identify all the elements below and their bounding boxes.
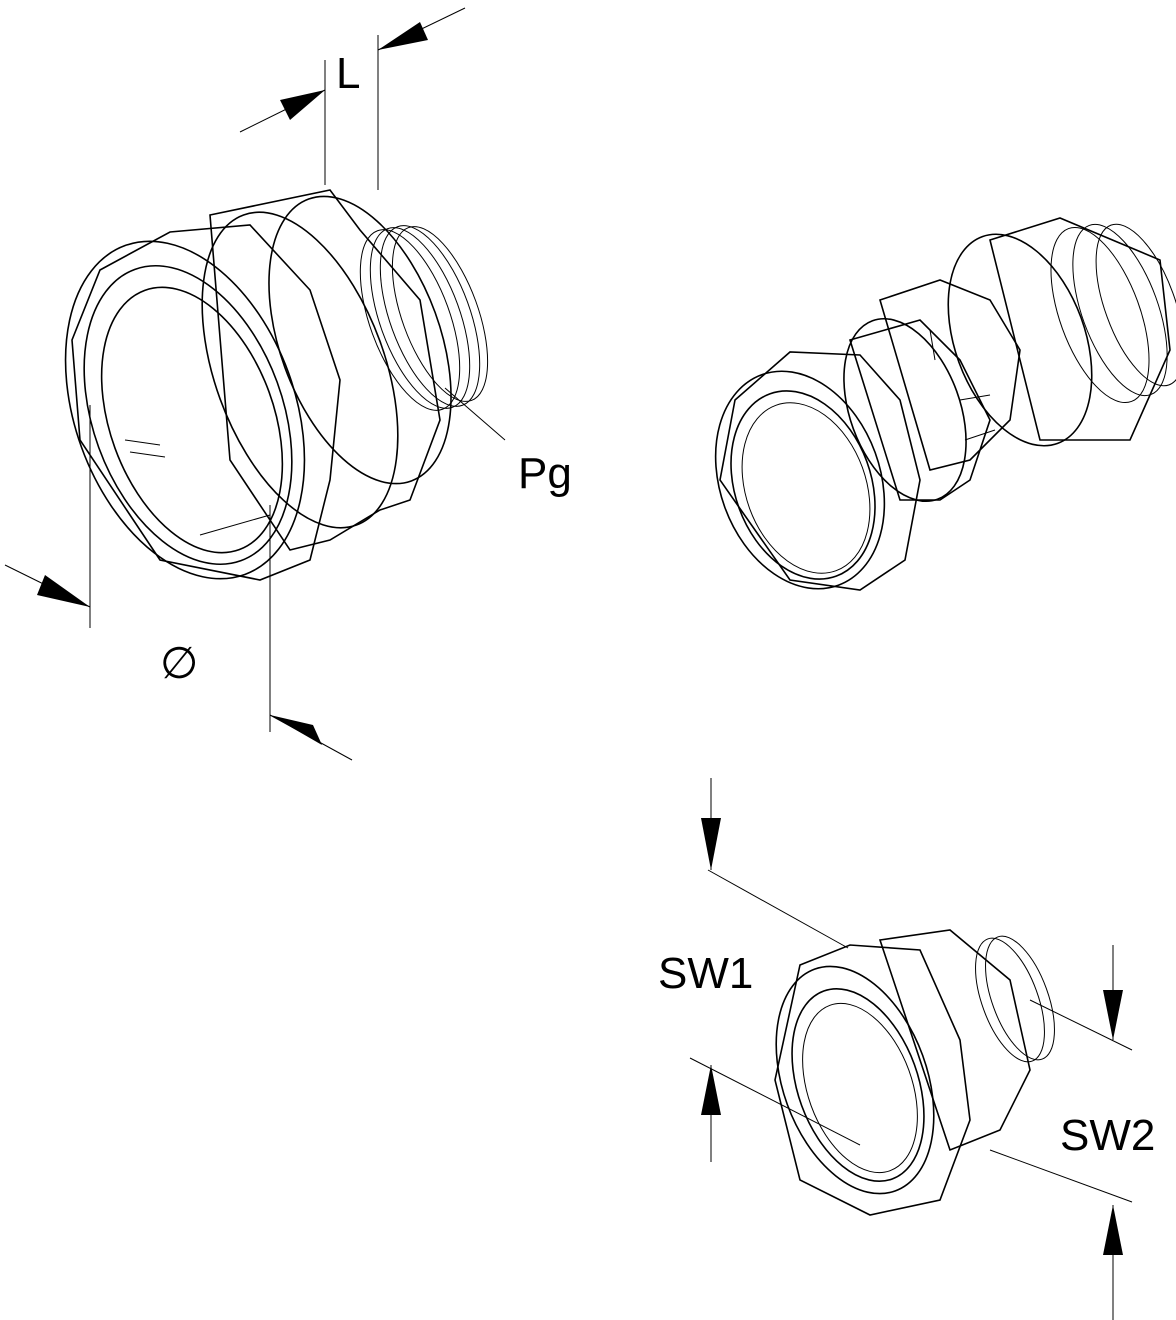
dimension-SW2: SW2 xyxy=(989,945,1155,1320)
label-diameter: ∅ xyxy=(160,639,198,688)
label-L: L xyxy=(336,49,360,98)
dimension-SW1: SW1 xyxy=(658,778,861,1162)
dimension-Pg: Pg xyxy=(444,387,572,498)
fitting-assembled-large xyxy=(64,189,489,581)
thread xyxy=(359,225,489,411)
fitting-assembled-small xyxy=(774,929,1055,1216)
label-SW2: SW2 xyxy=(1060,1111,1155,1160)
dimension-diameter: ∅ xyxy=(4,405,353,761)
dimension-L: L xyxy=(239,7,466,190)
fitting-exploded xyxy=(714,217,1176,591)
label-Pg: Pg xyxy=(518,449,572,498)
label-SW1: SW1 xyxy=(658,949,753,998)
